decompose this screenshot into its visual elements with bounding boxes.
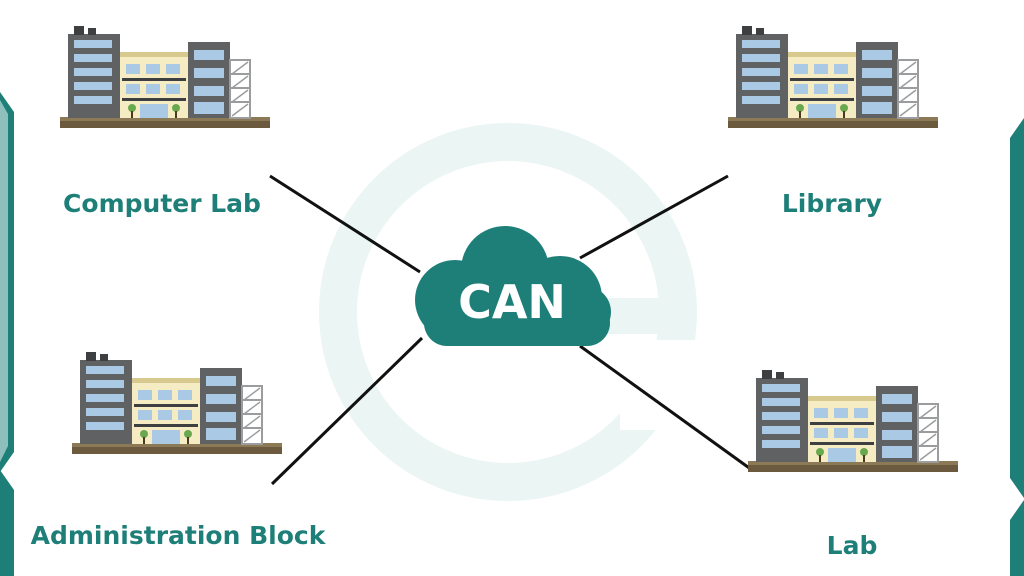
- side-decoration-left: [0, 92, 14, 576]
- hub-label: CAN: [458, 275, 566, 329]
- node-label-administration-block: Administration Block: [31, 521, 327, 550]
- node-label-library: Library: [782, 189, 882, 218]
- node-label-computer-lab: Computer Lab: [63, 189, 261, 218]
- building-administration-block: [71, 351, 283, 455]
- building-computer-lab: [59, 25, 271, 129]
- node-label-lab: Lab: [827, 531, 878, 560]
- building-lab: [747, 369, 959, 473]
- edge-hub-lab: [579, 344, 753, 472]
- edge-hub-computer-lab: [269, 174, 421, 274]
- edge-hub-library: [579, 174, 729, 260]
- building-library: [727, 25, 939, 129]
- can-cloud-hub: CAN: [415, 226, 611, 346]
- edge-hub-administration-block: [270, 336, 424, 486]
- cloud-icon: [415, 226, 611, 346]
- side-decoration-right: [1010, 118, 1024, 576]
